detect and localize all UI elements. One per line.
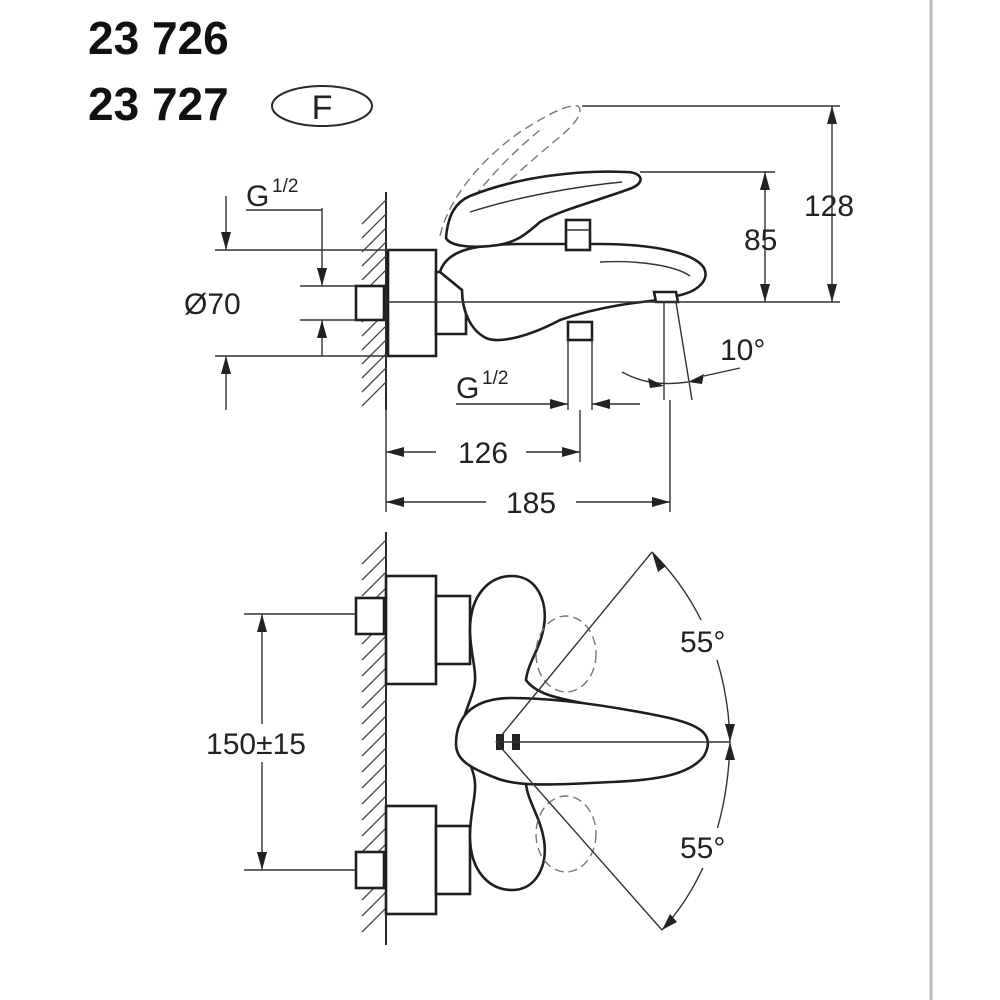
lever-handle bbox=[444, 170, 642, 249]
product-code-2: 23 727 bbox=[88, 78, 229, 130]
diameter-label: Ø70 bbox=[184, 288, 241, 321]
diverter-knob bbox=[564, 218, 592, 252]
product-code-1: 23 726 bbox=[88, 12, 229, 64]
dim-height-spout: 85 bbox=[744, 172, 777, 302]
dim-height-total: 128 bbox=[804, 106, 854, 302]
thread-bottom-fraction: 1/2 bbox=[482, 368, 508, 389]
rosette-lower bbox=[384, 804, 438, 916]
angle-bottom-label: 55° bbox=[680, 832, 725, 865]
collar-lower bbox=[434, 824, 472, 896]
collar-upper bbox=[434, 594, 472, 666]
dim-depth-total: 185 bbox=[386, 400, 671, 520]
depth-total-label: 185 bbox=[506, 487, 556, 520]
height-spout-label: 85 bbox=[744, 224, 777, 257]
variant-badge: F bbox=[312, 89, 333, 127]
side-view: G 1/2 Ø70 85 128 bbox=[184, 105, 854, 520]
dim-thread-top: G 1/2 bbox=[246, 176, 327, 356]
lever-ghost-right bbox=[535, 795, 597, 873]
shower-outlet bbox=[566, 320, 594, 342]
wall-nut bbox=[354, 284, 386, 322]
thread-top-letter: G bbox=[246, 180, 269, 213]
nut-upper bbox=[354, 596, 386, 636]
lever-ghost-left bbox=[535, 615, 597, 693]
dim-depth-outlet: 126 bbox=[385, 410, 581, 512]
lever-ghost-outline bbox=[439, 105, 581, 239]
dim-rotation-angles: 55° 55° bbox=[495, 551, 756, 931]
dim-center-distance: 150±15 bbox=[186, 613, 356, 871]
top-view: 150±15 55° 55° bbox=[186, 532, 756, 945]
spout-angle-label: 10° bbox=[720, 334, 765, 367]
depth-outlet-label: 126 bbox=[458, 437, 508, 470]
dim-spout-angle: 10° bbox=[621, 301, 765, 401]
spout-outlet bbox=[652, 290, 680, 304]
nut-lower bbox=[354, 850, 386, 890]
height-total-label: 128 bbox=[804, 190, 854, 223]
rosette-upper bbox=[384, 574, 438, 686]
angle-top-label: 55° bbox=[680, 626, 725, 659]
center-distance-label: 150±15 bbox=[206, 728, 306, 761]
thread-top-fraction: 1/2 bbox=[272, 176, 298, 197]
variant-badge-oval bbox=[271, 85, 373, 127]
dim-diameter: Ø70 bbox=[184, 196, 241, 410]
thread-bottom-letter: G bbox=[456, 372, 479, 405]
lever-handle-top bbox=[454, 696, 710, 786]
wall-connector-rosette bbox=[386, 248, 438, 358]
title-block: 23 726 23 727 F bbox=[88, 12, 373, 130]
dim-thread-bottom: G 1/2 bbox=[456, 340, 640, 410]
